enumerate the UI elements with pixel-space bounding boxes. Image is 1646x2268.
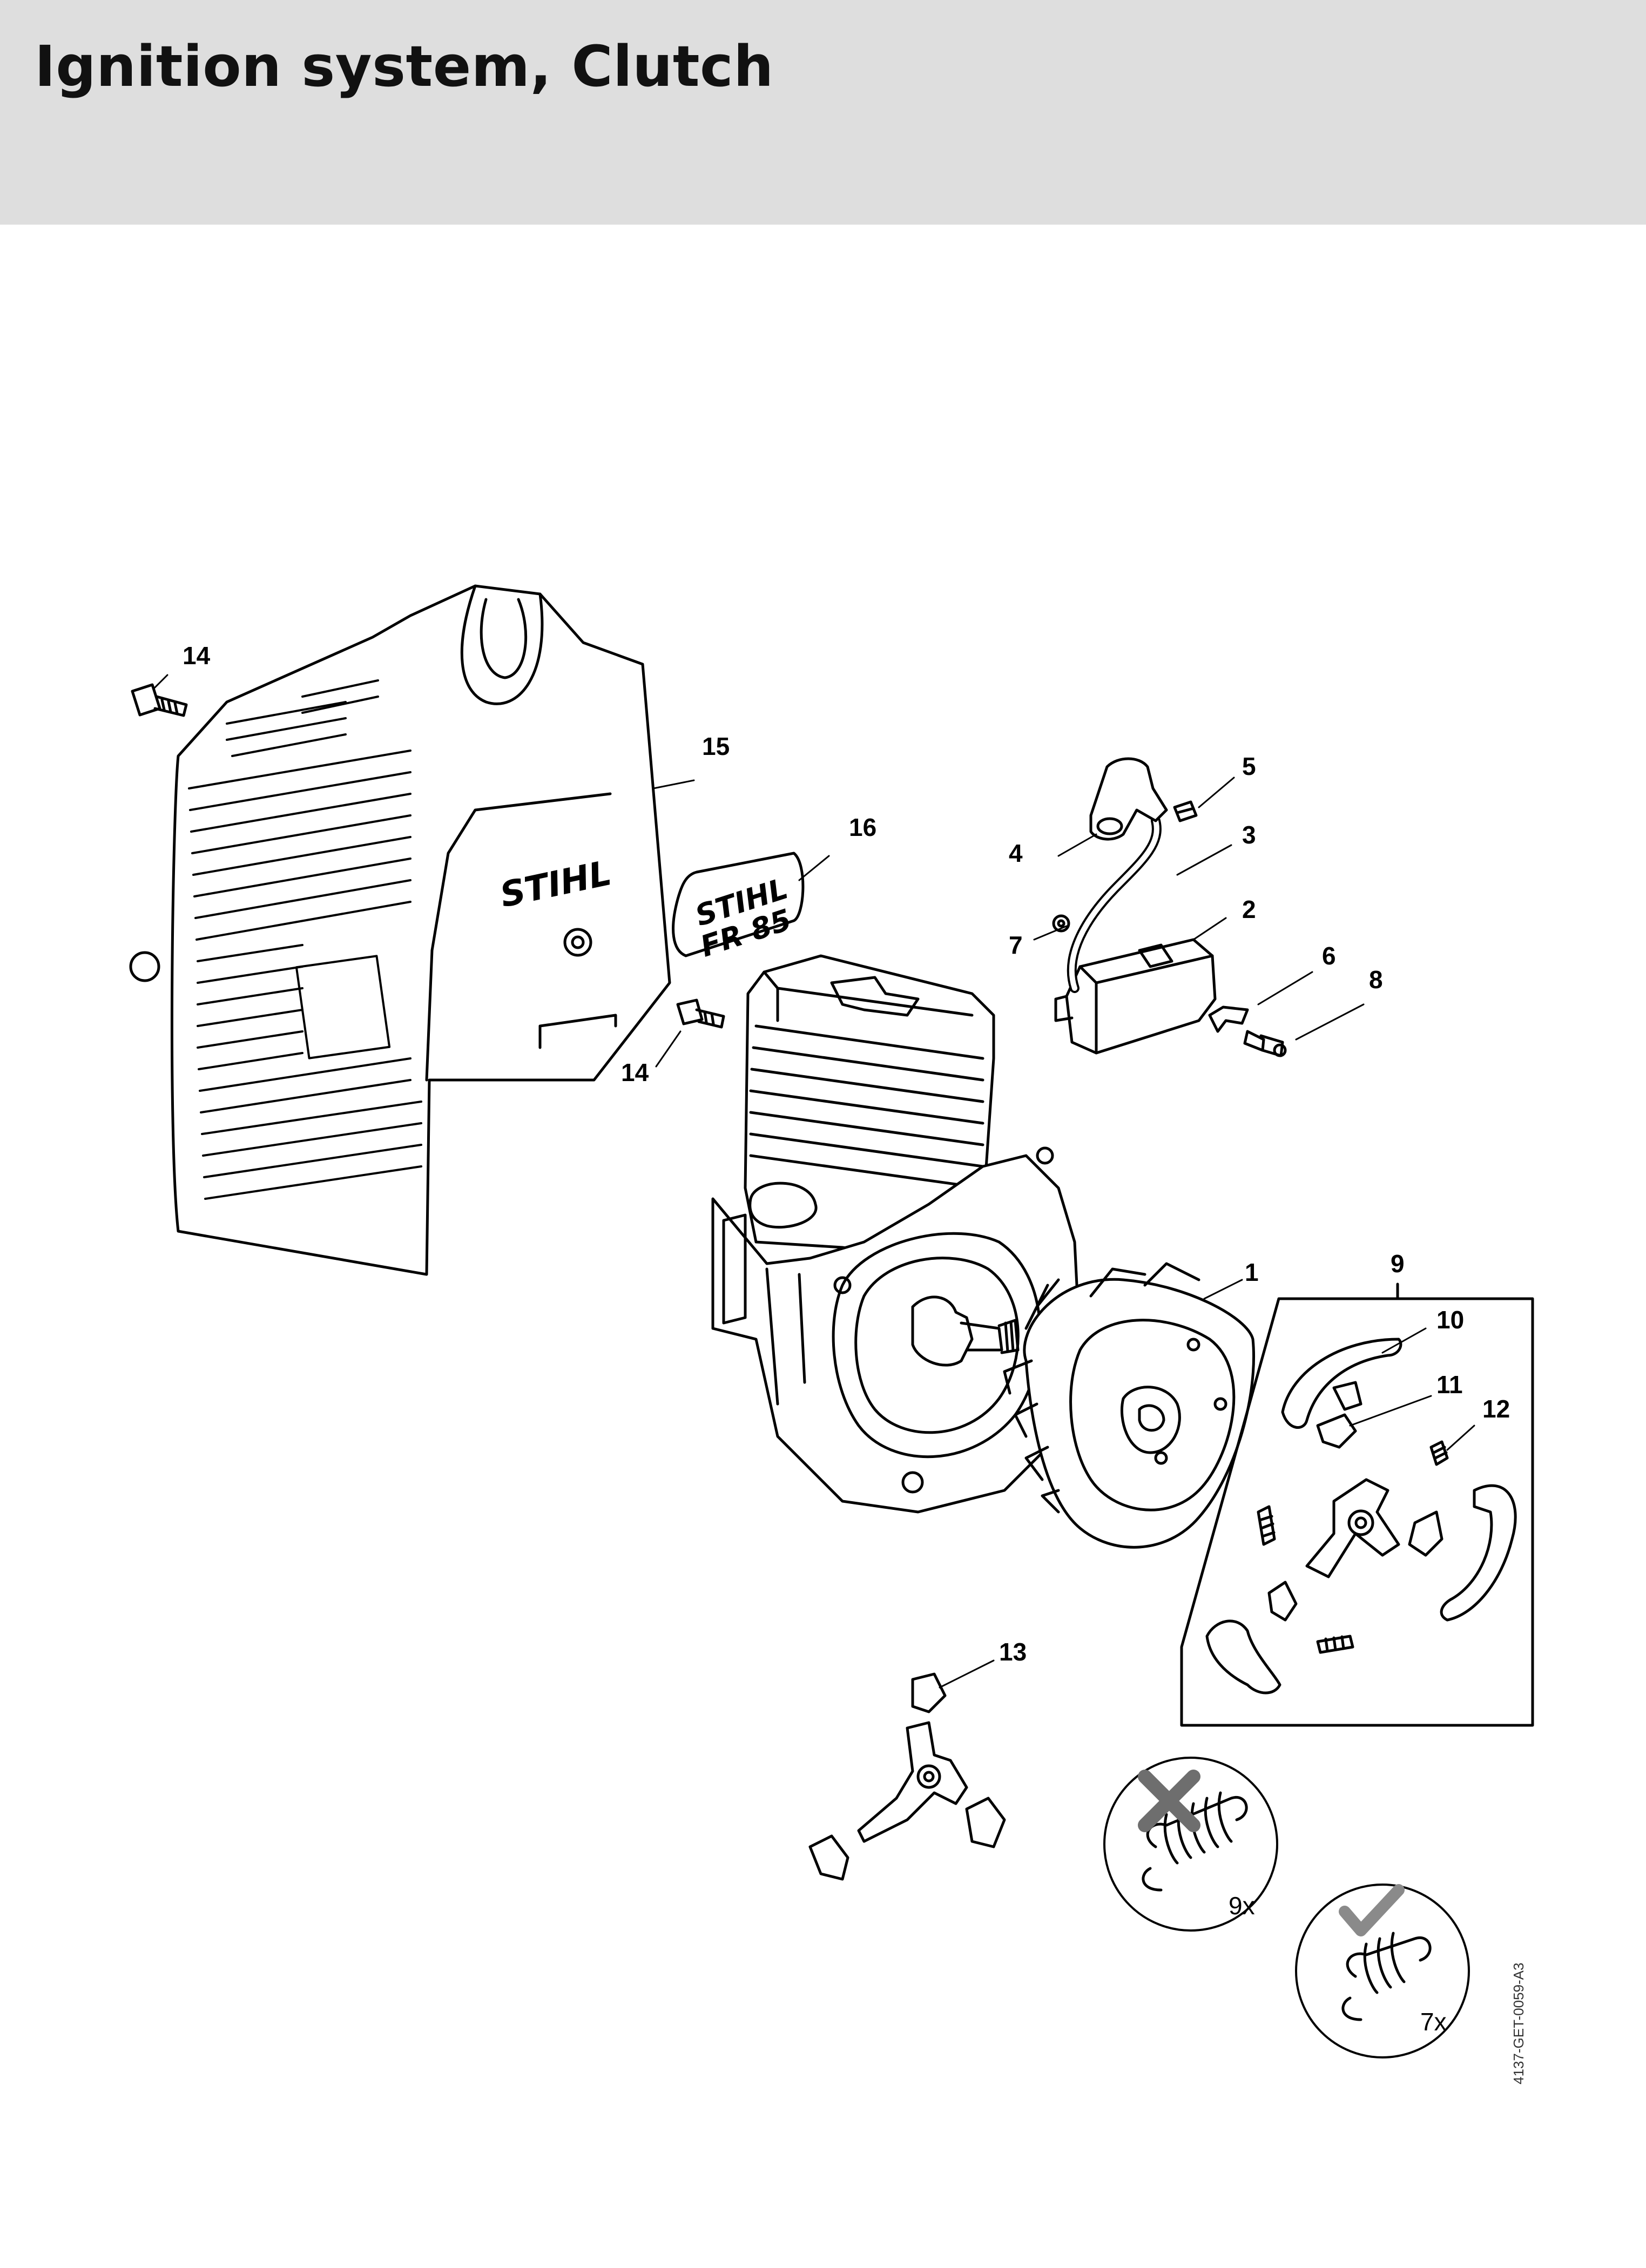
shroud-screw-boss-inner	[571, 935, 585, 949]
callout-numbers: 14 15 16 4 5 3 2 7 6 8 14 1 9 10 11 12 1…	[183, 642, 1510, 1666]
clutch-carriers	[1267, 1510, 1443, 1622]
spring-detail-right	[1295, 1884, 1470, 2058]
shroud-grille-slats	[188, 679, 422, 1200]
model-label-plate	[672, 852, 805, 957]
callout-13: 13	[999, 1638, 1027, 1666]
screw-mid	[676, 998, 725, 1029]
callout-7: 7	[1009, 931, 1023, 959]
callout-2: 2	[1242, 895, 1256, 923]
callout-12: 12	[1482, 1395, 1510, 1423]
engine-cylinder	[744, 954, 995, 1260]
callout-1: 1	[1245, 1258, 1259, 1286]
callout-3: 3	[1242, 821, 1256, 849]
clutch-carrier-11	[1316, 1413, 1357, 1449]
screw-part-8	[1243, 1030, 1287, 1057]
callout-14-mid: 14	[621, 1058, 649, 1086]
correct-check-mark	[1339, 1884, 1405, 1936]
callout-11: 11	[1436, 1371, 1463, 1399]
spring-part-5	[1173, 800, 1198, 822]
callout-9: 9	[1391, 1250, 1405, 1278]
ignition-lead	[1067, 816, 1162, 993]
shroud-screw-boss	[563, 928, 592, 957]
clutch-hub	[1305, 1478, 1400, 1578]
clutch-spring-bottom	[1316, 1635, 1354, 1654]
callout-4: 4	[1009, 839, 1023, 867]
document-code: 4137-GET-0059-A3	[1510, 1962, 1527, 2084]
spring-detail-wrong	[1103, 1757, 1278, 1932]
clutch-shoe-10	[1281, 1338, 1402, 1429]
header-bar: Ignition system, Clutch	[0, 0, 1646, 225]
wrong-x-mark	[1138, 1770, 1200, 1832]
clutch-assembly-frame	[1180, 1282, 1534, 1727]
callout-14-top: 14	[183, 642, 211, 670]
shroud-side-hole	[129, 951, 160, 982]
washer-part-7-hole	[1057, 919, 1065, 928]
ignition-module	[1054, 938, 1217, 1055]
callout-16: 16	[849, 813, 876, 841]
spark-plug-boot	[1089, 757, 1168, 841]
clutch-hub-13-assembly	[808, 1721, 1006, 1881]
leader-lines	[153, 674, 1475, 1689]
clutch-shoe-right	[1440, 1484, 1517, 1622]
screw-top-left	[131, 683, 188, 717]
callout-15: 15	[702, 732, 730, 760]
callout-5: 5	[1242, 752, 1256, 780]
spring-qty-wrong: 9x	[1229, 1892, 1255, 1920]
clutch-spring-left	[1257, 1505, 1276, 1546]
callout-8: 8	[1369, 966, 1383, 994]
washer-part-7	[1052, 914, 1070, 933]
grounding-clip-part-6	[1208, 1005, 1249, 1033]
fan-housing-shroud	[170, 584, 671, 1276]
page-title: Ignition system, Clutch	[35, 33, 774, 99]
callout-10: 10	[1436, 1306, 1464, 1334]
clutch-carrier-13	[911, 1672, 947, 1713]
callout-6: 6	[1322, 942, 1336, 970]
spring-qty-right: 7x	[1420, 2008, 1447, 2036]
clutch-shoe-left	[1205, 1619, 1281, 1695]
clutch-spring-12	[1429, 1440, 1449, 1466]
crankshaft	[911, 1295, 1020, 1367]
